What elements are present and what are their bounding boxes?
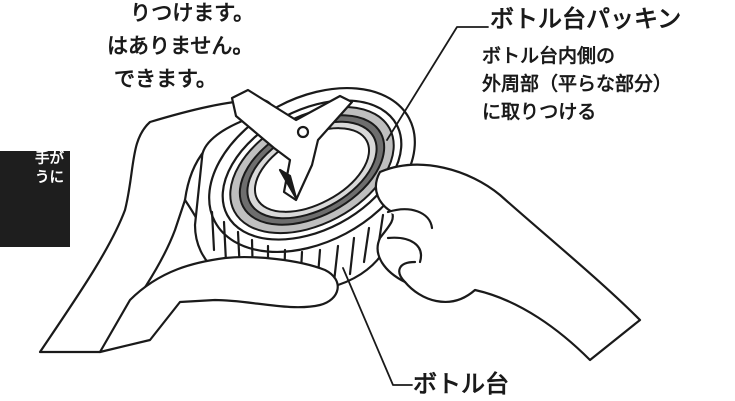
base-label-title: ボトル台 [413, 370, 509, 398]
note-line-2: うに [35, 170, 64, 186]
callout-leader-lines [342, 26, 489, 386]
gasket-leader-line [386, 26, 489, 141]
intro-line-1: りつけます。 [130, 1, 255, 25]
gasket-label-desc-line-3: に取りつける [482, 101, 597, 123]
right-hand-drawing [98, 163, 642, 362]
intro-line-2: はありません。 [107, 34, 254, 58]
base-leader-line [342, 267, 413, 386]
note-line-1: 手が [35, 151, 64, 167]
intro-line-3: できます。 [114, 67, 217, 91]
gasket-label-desc-line-2: 外周部（平らな部分） [482, 73, 673, 95]
gasket-label-title: ボトル台パッキン [490, 5, 682, 33]
note-box: 手が うに [0, 151, 70, 247]
gasket-label-desc-line-1: ボトル台内側の [482, 45, 616, 67]
blade-drawing [230, 88, 354, 202]
